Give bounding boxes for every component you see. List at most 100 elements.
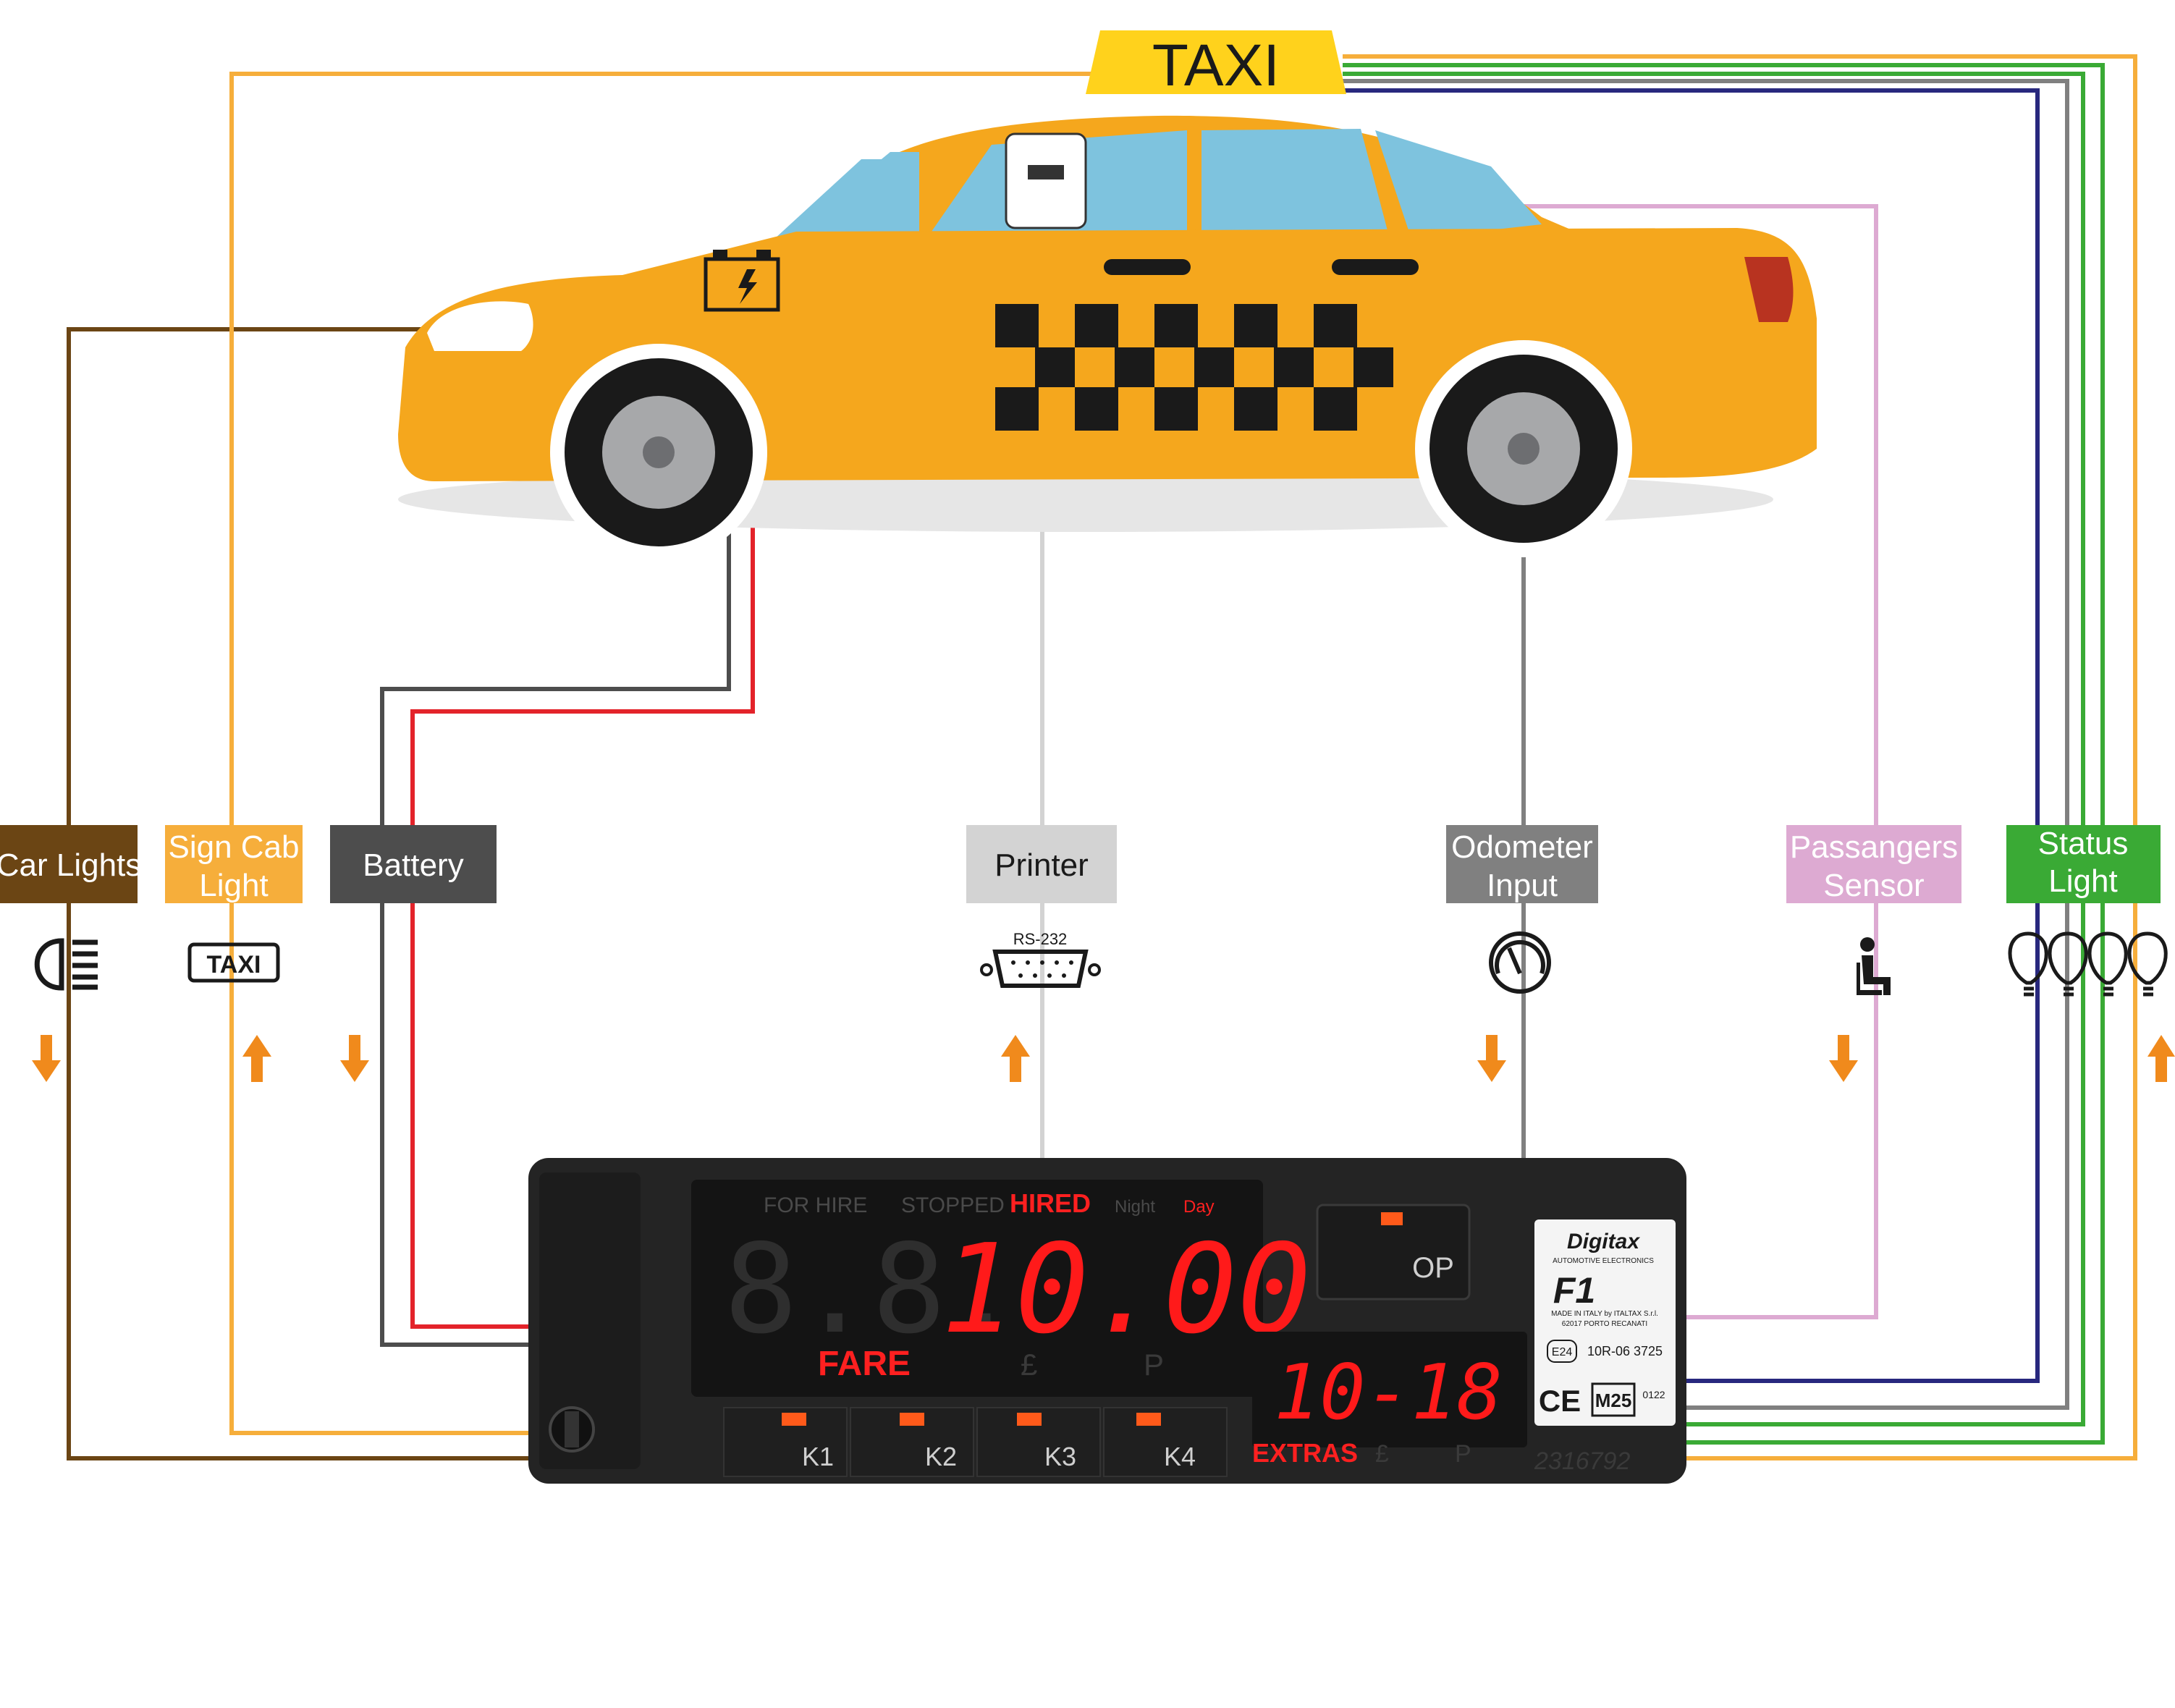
status-day: Day — [1183, 1197, 1215, 1217]
headlight-icon — [34, 938, 98, 991]
battery-negative-wire — [380, 315, 731, 1347]
taxi-sign-icon: TAXI — [187, 942, 280, 983]
model-name: F1 — [1553, 1270, 1595, 1311]
car-headlight — [427, 301, 533, 351]
label-battery-text: Battery — [363, 847, 463, 883]
fare-label: FARE — [818, 1345, 911, 1383]
meter-knob[interactable] — [549, 1406, 595, 1453]
fare-display — [691, 1180, 1263, 1397]
door-handle-front — [1104, 259, 1191, 275]
status-hired: HIRED — [1010, 1188, 1091, 1218]
taxi-sign-text: TAXI — [1152, 33, 1280, 98]
extras-p: P — [1455, 1440, 1471, 1468]
key-k3[interactable]: K3 — [976, 1407, 1101, 1477]
brand-name: Digitax — [1567, 1230, 1640, 1253]
cert-number: 0122 — [1642, 1389, 1665, 1400]
extras-value[interactable]: 10-18 — [1274, 1348, 1503, 1437]
m-mark: M25 — [1595, 1390, 1632, 1411]
made-in: MADE IN ITALY by ITALTAX S.r.l. — [1551, 1310, 1658, 1318]
fare-ghost-digits: 8.8. — [724, 1218, 1020, 1361]
door-handle-rear — [1332, 259, 1419, 275]
windshield-meter-device — [1005, 132, 1087, 229]
fare-value[interactable]: 10.00 — [941, 1218, 1312, 1361]
status-wire-green2 — [1343, 72, 2085, 1426]
meter-keys: K1 K2 K3 K4 — [723, 1407, 1228, 1477]
label-odometer: Odometer Input — [1446, 825, 1598, 903]
middle-window — [1201, 129, 1390, 239]
key-k4[interactable]: K4 — [1103, 1407, 1228, 1477]
status-wire-green — [1343, 63, 2105, 1445]
status-wire-gray — [1343, 79, 2069, 1410]
windshield-light — [774, 159, 905, 239]
e-mark: E24 — [1552, 1346, 1573, 1358]
passengers-wire — [1303, 204, 1878, 1319]
approval-number: 10R-06 3725 — [1587, 1344, 1663, 1358]
ce-mark: CE — [1539, 1384, 1581, 1418]
brand-sub: AUTOMOTIVE ELECTRONICS — [1553, 1257, 1654, 1265]
key-k2-label: K2 — [925, 1442, 957, 1471]
label-status-line2: Light — [2048, 863, 2117, 899]
status-words: FOR HIRE STOPPED HIRED Night Day — [764, 1188, 1215, 1218]
taxi-car: TAXI — [398, 30, 1817, 561]
taxi-meter: FOR HIRE STOPPED HIRED Night Day 8.8. 10… — [528, 1158, 1686, 1484]
extras-label: EXTRAS — [1252, 1438, 1358, 1468]
arrow-up-status — [2147, 1035, 2175, 1082]
rs232-label: RS-232 — [1013, 930, 1068, 948]
extras-currency: £ — [1375, 1440, 1389, 1468]
front-wheel — [550, 344, 767, 561]
label-passengers-line2: Sensor — [1823, 868, 1924, 903]
address: 62017 PORTO RECANATI — [1562, 1320, 1647, 1328]
serial-number: 2316792 — [1534, 1447, 1630, 1475]
gauge-icon — [1489, 931, 1551, 994]
rear-wheel — [1415, 340, 1632, 557]
taxi-sign-icon-text: TAXI — [207, 951, 261, 978]
arrow-down-car-lights — [32, 1035, 61, 1082]
key-k1-label: K1 — [802, 1442, 834, 1471]
back-window — [1375, 130, 1542, 239]
op-button[interactable]: OP — [1316, 1204, 1471, 1301]
label-car-lights-text: Car Lights — [0, 847, 141, 883]
key-k1[interactable]: K1 — [723, 1407, 848, 1477]
label-sign-cab-light: Sign Cab Light — [165, 825, 303, 903]
seated-person-icon — [1857, 937, 1891, 995]
fare-p: P — [1144, 1348, 1164, 1382]
arrow-down-battery — [340, 1035, 369, 1082]
brand-plate: Digitax AUTOMOTIVE ELECTRONICS F1 MADE I… — [1534, 1219, 1676, 1426]
arrow-up-printer — [1001, 1035, 1030, 1082]
status-night: Night — [1115, 1197, 1155, 1217]
status-wire-navy — [1343, 88, 2040, 1383]
status-wire-yellow — [1343, 54, 2137, 1460]
status-for-hire: FOR HIRE — [764, 1193, 867, 1217]
status-stopped: STOPPED — [901, 1193, 1005, 1217]
label-odometer-line1: Odometer — [1451, 829, 1593, 865]
arrows — [32, 1035, 2175, 1082]
label-passengers: Passangers Sensor — [1786, 825, 1961, 903]
label-car-lights: Car Lights — [0, 825, 141, 903]
checker-pattern — [995, 304, 1393, 431]
arrow-up-sign-cab — [242, 1035, 271, 1082]
label-status-light: Status Light — [2006, 825, 2161, 903]
battery-positive-wire — [410, 315, 755, 1329]
label-passengers-line1: Passangers — [1790, 829, 1958, 865]
label-status-line1: Status — [2038, 826, 2129, 861]
arrow-down-odometer — [1477, 1035, 1506, 1082]
key-k4-label: K4 — [1164, 1442, 1196, 1471]
arrow-down-passengers — [1829, 1035, 1858, 1082]
car-taillight — [1744, 257, 1794, 322]
label-odometer-line2: Input — [1487, 868, 1558, 903]
op-label: OP — [1412, 1252, 1454, 1284]
key-k2[interactable]: K2 — [850, 1407, 974, 1477]
key-k3-label: K3 — [1044, 1442, 1076, 1471]
label-sign-cab-line1: Sign Cab — [168, 829, 299, 865]
rs232-connector-icon: RS-232 — [980, 930, 1101, 988]
car-battery-icon — [704, 250, 780, 312]
label-printer: Printer — [966, 825, 1117, 903]
extras-display — [1252, 1332, 1527, 1447]
label-battery: Battery — [330, 825, 497, 903]
bulbs-icon — [2008, 931, 2168, 997]
fare-currency: £ — [1021, 1348, 1037, 1382]
label-printer-text: Printer — [994, 847, 1089, 883]
taxi-roof-sign: TAXI — [1086, 30, 1346, 98]
sign-cab-wire — [229, 72, 1107, 1435]
